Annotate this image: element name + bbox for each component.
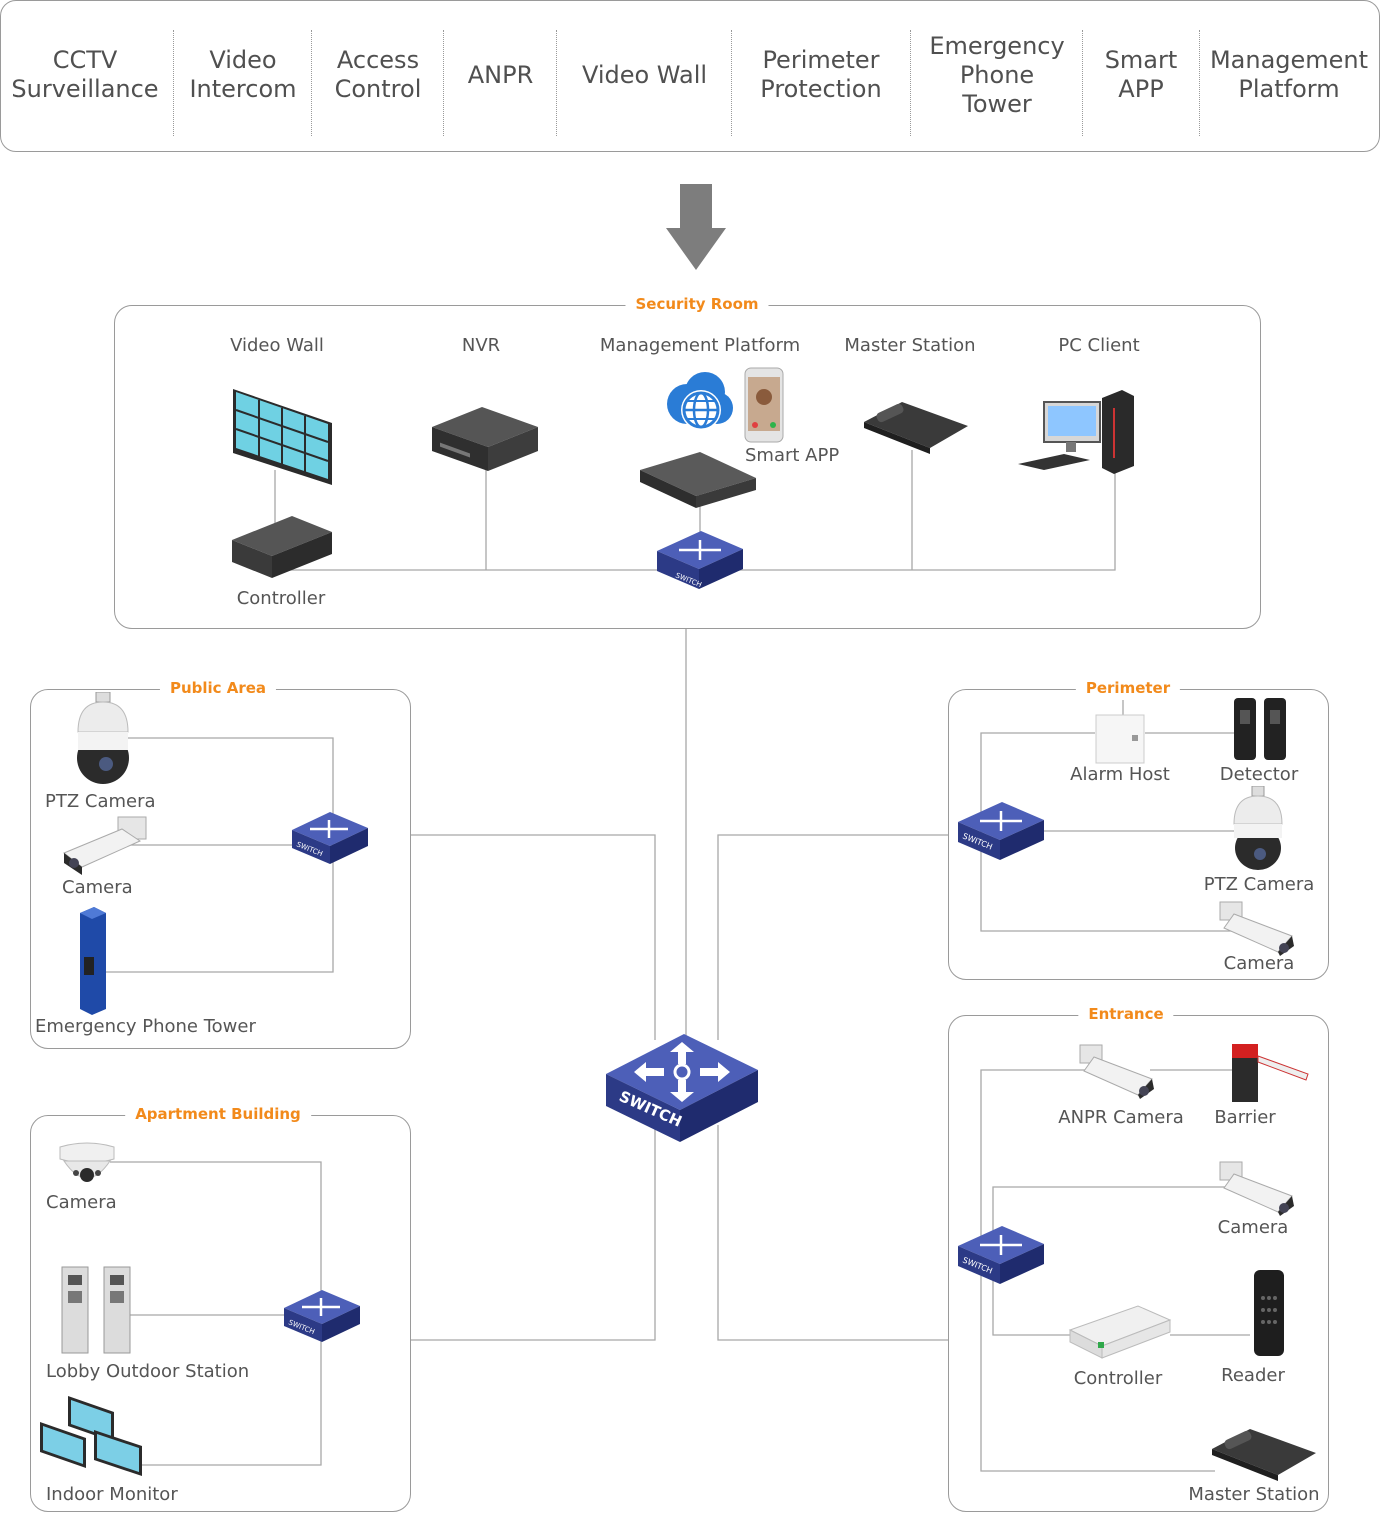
label-barrier: Barrier [1214,1107,1276,1128]
smartphone-icon [744,367,784,443]
lobby-station-icon [61,1266,131,1354]
entrance-camera-icon [1219,1161,1294,1216]
perimeter-title: Perimeter [1075,679,1181,697]
label-video-wall: Video Wall [230,335,324,356]
label-apartment-camera: Camera [46,1192,117,1213]
alarm-host-icon [1095,714,1145,764]
label-alarm-host: Alarm Host [1070,764,1170,785]
barrier-icon [1232,1044,1309,1102]
perimeter-camera-icon [1219,901,1294,956]
label-indoor-monitor: Indoor Monitor [46,1484,178,1505]
apartment-title: Apartment Building [125,1105,311,1123]
label-perimeter-ptz: PTZ Camera [1203,874,1315,895]
solution-video-wall: Video Wall [581,60,708,89]
card-reader-icon [1254,1270,1284,1356]
label-perimeter-camera: Camera [1223,953,1295,974]
indoor-monitor-icon [40,1396,142,1476]
label-entrance-master-station: Master Station [1188,1484,1320,1505]
management-server-icon [640,452,756,508]
cloud-globe-icon [667,372,733,430]
label-reader: Reader [1221,1365,1285,1386]
solution-emergency-phone: Emergency Phone Tower [929,31,1065,118]
solution-cctv: CCTV Surveillance [11,46,159,103]
label-entrance-camera: Camera [1217,1217,1289,1238]
divider [1082,30,1083,136]
pc-client-icon [1018,390,1134,474]
solution-access-control: Access Control [334,46,422,103]
label-management-platform: Management Platform [599,335,801,356]
public-area-switch-icon: SWITCH [292,812,368,864]
master-station-icon [864,402,968,454]
label-camera: Camera [62,877,133,898]
divider [556,30,557,136]
divider [443,30,444,136]
label-smart-app: Smart APP [745,445,840,466]
solution-smart-app: Smart APP [1104,46,1178,103]
label-detector: Detector [1219,764,1299,785]
divider [910,30,911,136]
emergency-tower-icon [80,907,106,1015]
entrance-switch-icon: SWITCH [958,1226,1044,1284]
video-wall-icon [233,389,332,485]
bullet-camera-icon [63,816,147,875]
solution-management-platform: Management Platform [1209,46,1369,103]
solution-video-intercom: Video Intercom [189,46,297,103]
solution-perimeter: Perimeter Protection [760,46,882,103]
entrance-title: Entrance [1078,1005,1174,1023]
dome-camera-icon [59,1142,115,1182]
access-controller-icon [1068,1305,1172,1359]
solution-anpr: ANPR [467,60,534,89]
nvr-icon [432,407,538,471]
divider [173,30,174,136]
public-area-title: Public Area [159,679,277,697]
security-room-title: Security Room [625,295,769,313]
label-lobby-station: Lobby Outdoor Station [46,1361,250,1382]
detector-icon [1234,698,1286,760]
label-controller: Controller [236,588,326,609]
anpr-camera-icon [1079,1044,1154,1099]
security-room-switch-icon: SWITCH [657,531,743,589]
label-anpr-camera: ANPR Camera [1058,1107,1184,1128]
label-entrance-controller: Controller [1073,1368,1163,1389]
label-emergency-tower: Emergency Phone Tower [35,1016,256,1037]
label-master-station: Master Station [844,335,976,356]
divider [311,30,312,136]
divider [1199,30,1200,136]
core-switch-icon: SWITCH [606,1034,758,1142]
video-wall-controller-icon [232,516,332,578]
solutions-bar: CCTV Surveillance Video Intercom Access … [0,0,1380,152]
label-ptz-camera: PTZ Camera [45,791,156,812]
label-nvr: NVR [461,335,501,356]
ptz-camera-icon [77,692,129,784]
label-pc-client: PC Client [1058,335,1140,356]
apartment-switch-icon: SWITCH [284,1290,360,1342]
perimeter-ptz-camera-icon [1233,786,1283,870]
perimeter-switch-icon: SWITCH [958,802,1044,860]
entrance-master-station-icon [1212,1429,1316,1481]
divider [731,30,732,136]
down-arrow-icon [666,184,726,270]
